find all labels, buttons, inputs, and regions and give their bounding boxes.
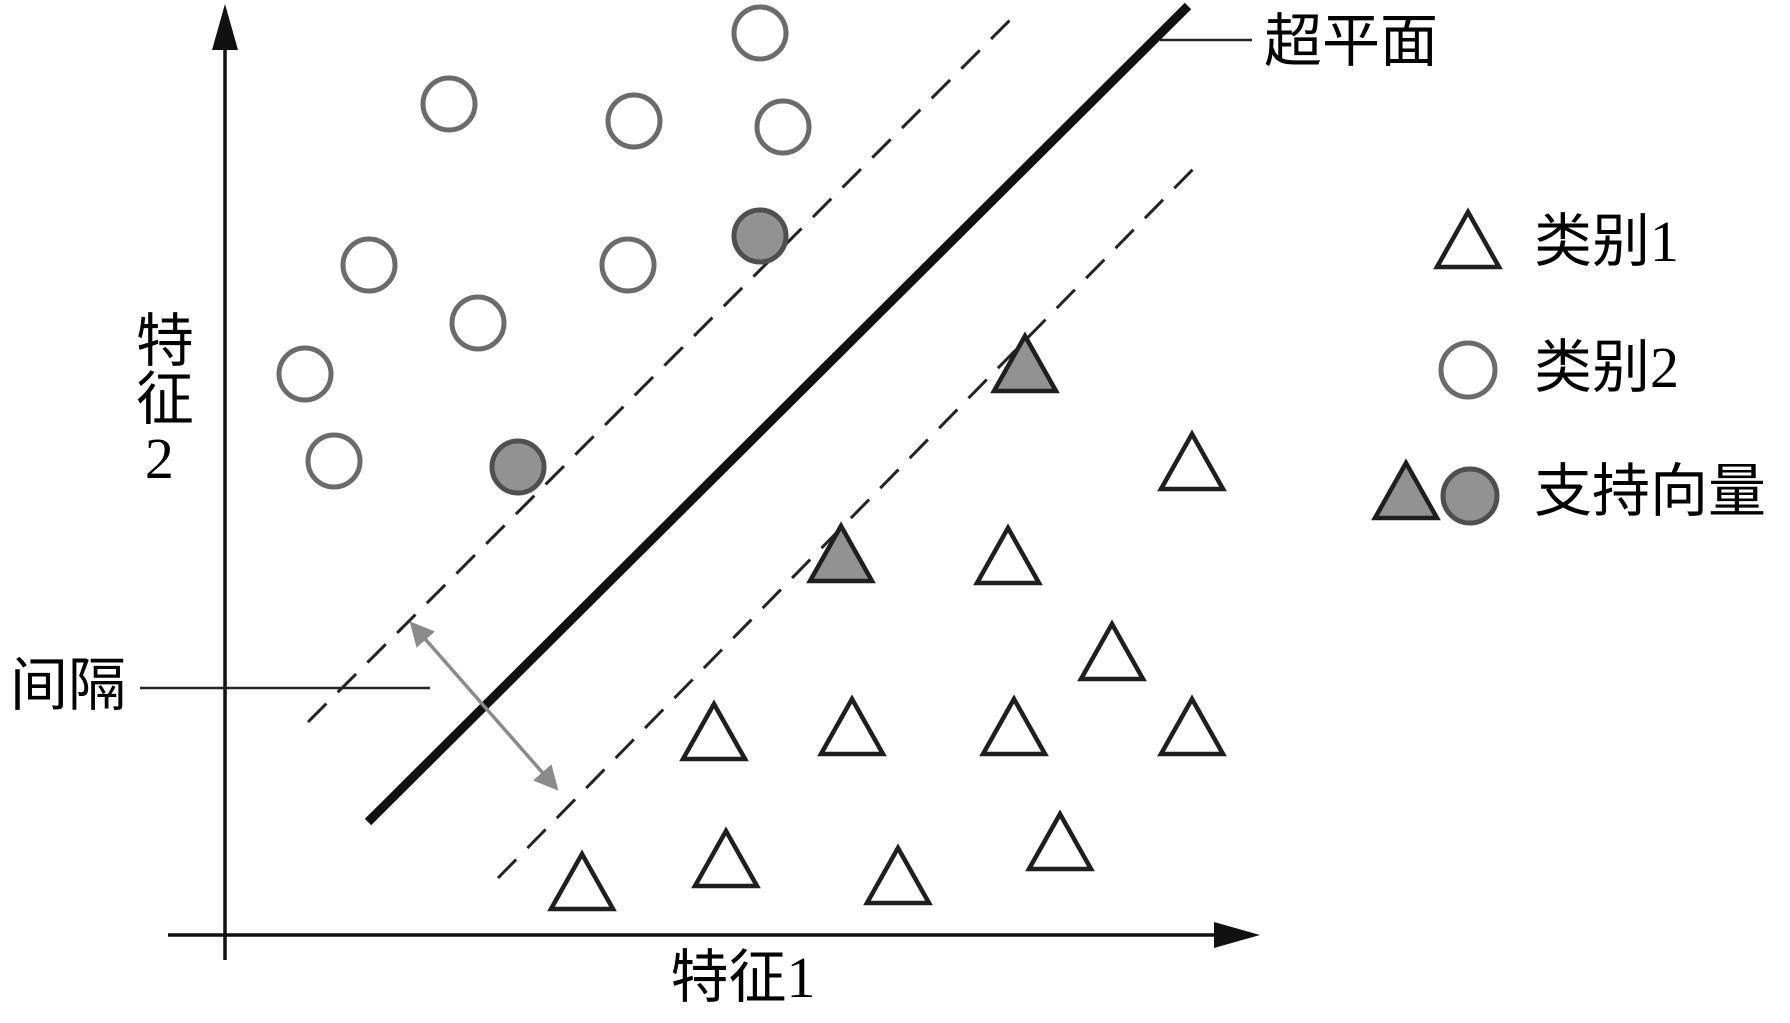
- x-axis-label: 特征1: [670, 945, 816, 1010]
- class1-point: [1157, 429, 1227, 492]
- class1-support-vector-point: [990, 331, 1060, 394]
- legend-class2-label: 类别2: [1534, 335, 1680, 400]
- data-points-layer: [276, 4, 1227, 912]
- class2-point: [276, 345, 334, 403]
- class2-point: [605, 92, 663, 150]
- class1-point: [863, 843, 933, 906]
- class2-point: [731, 4, 789, 62]
- legend-support-triangle-icon: [1371, 458, 1441, 521]
- margin-boundary-upper-line: [306, 10, 1020, 724]
- class1-point: [691, 826, 761, 889]
- class2-point: [449, 294, 507, 352]
- class1-point: [1157, 694, 1227, 757]
- class1-point: [547, 849, 617, 912]
- legend-class1-label: 类别1: [1534, 209, 1680, 274]
- legend-class2-icon: [1438, 340, 1498, 400]
- class2-support-vector-point: [489, 438, 547, 496]
- x-axis-arrowhead-icon: [1214, 922, 1260, 948]
- class2-support-vector-point: [731, 207, 789, 265]
- legend-support-circle-icon: [1440, 466, 1500, 526]
- y-axis-arrowhead-icon: [212, 4, 238, 50]
- legend: [1371, 207, 1503, 526]
- class1-point: [1077, 619, 1147, 682]
- class1-support-vector-point: [806, 521, 876, 584]
- legend-support-vector-label: 支持向量: [1534, 459, 1767, 524]
- class1-point: [817, 694, 887, 757]
- class1-point: [679, 699, 749, 762]
- class2-point: [599, 236, 657, 294]
- class1-point: [973, 523, 1043, 586]
- hyperplane-label: 超平面: [1264, 9, 1439, 74]
- margin-width-arrow: [409, 621, 559, 791]
- legend-class1-icon: [1433, 207, 1503, 270]
- class1-point: [1025, 809, 1095, 872]
- margin-label: 间隔: [10, 653, 127, 718]
- class2-point: [340, 236, 398, 294]
- class1-point: [979, 694, 1049, 757]
- y-axis-label: 特征2: [126, 310, 192, 491]
- class2-point: [305, 432, 363, 490]
- class2-point: [754, 98, 812, 156]
- class2-point: [420, 75, 478, 133]
